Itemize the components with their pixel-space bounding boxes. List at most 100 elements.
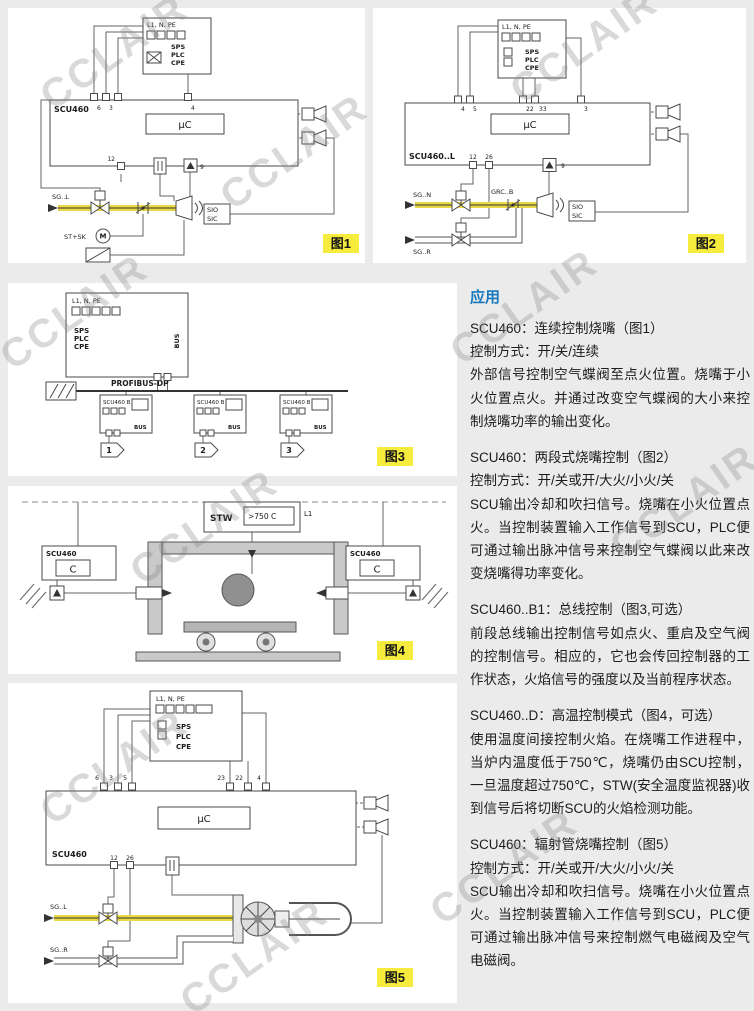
- figure-3-tag: 图3: [376, 447, 413, 466]
- fig4-stw-label: STW: [210, 514, 233, 524]
- fig5-gas-valve-r: SG..R: [50, 946, 118, 968]
- fig4-wheel-hub: [202, 638, 210, 646]
- fig5-io-icon: [175, 704, 185, 714]
- fig3-io-icon: [81, 306, 91, 316]
- section-heading: SCU460：两段式烧嘴控制（图2）: [470, 450, 678, 466]
- section-body: SCU输出冷却和吹扫信号。烧嘴在小火位置点火。当控制装置输入工作信号到SCU，P…: [470, 883, 750, 969]
- fig3-io-icon: [212, 407, 220, 415]
- fig1-terminal-number: 6: [97, 105, 101, 112]
- fig2-io-icon: [503, 47, 513, 57]
- fig1-terminal: [184, 93, 192, 101]
- fig3-io-icon: [71, 306, 81, 316]
- fig5-flow-arrow-icon: [44, 914, 54, 922]
- section-body: 使用温度间接控制火焰。在烧嘴工作进程中，当炉内温度低于750℃，烧嘴仍由SCU控…: [470, 731, 750, 817]
- fig5-terminal-number: 3: [109, 775, 113, 782]
- fig3-power-plc-box: L1, N, PE SPS PLC CPE BUS: [65, 292, 189, 381]
- fig5-gas-valve-r-label: SG..R: [50, 946, 68, 954]
- fig2-terminal: [577, 95, 585, 104]
- fig5-terminal-number: 26: [126, 855, 134, 862]
- fig3-io-icon: [282, 407, 290, 415]
- fig5-terminal-number: 4: [257, 775, 261, 782]
- fig5-io-icon: [195, 704, 213, 714]
- fig2-gas-line-r: [405, 208, 523, 244]
- fig1-sps-label: SPS: [171, 43, 185, 51]
- fig5-terminal: [126, 861, 134, 869]
- fig1-flow-arrow-icon: [48, 204, 58, 212]
- fig1-flame-detector-icon: [301, 129, 327, 147]
- fig1-ignition-unit-icon: [153, 157, 167, 175]
- fig4-burner-flame-icon: [221, 573, 255, 607]
- figure-5-tag: 图5: [376, 968, 413, 987]
- fig2-device-label: SCU460..L: [409, 152, 455, 161]
- fig5-radiant-tube-burner: [232, 894, 352, 944]
- fig3-module-icon: [225, 398, 243, 411]
- fig3-number-tag-label: 2: [200, 446, 206, 455]
- fig1-terminal: [117, 162, 125, 170]
- fig1-cpe-label: CPE: [171, 59, 185, 67]
- fig4-stw-box: STW >750 C: [203, 501, 301, 533]
- fig1-terminal-number: 3: [109, 105, 113, 112]
- fig2-sio-sic-box: SIO SIC: [568, 200, 596, 222]
- fig1-power-plc-box: L1, N, PE SPS PLC CPE: [142, 17, 212, 75]
- section-line: 控制方式：开/关或开/大火/小火/关: [470, 860, 675, 876]
- fig1-mcu-label: µC: [178, 120, 191, 131]
- fig3-terminal: [153, 373, 162, 381]
- fig1-io-icon: [146, 30, 156, 40]
- figure-5-panel: L1, N, PE SPS PLC CPE 6 3: [8, 683, 457, 1003]
- fig1-damper-actuator: ST+SK M: [64, 228, 111, 244]
- fig3-terminal: [113, 429, 121, 437]
- fig1-io-icon: [176, 30, 186, 40]
- fig2-io-icon: [503, 57, 513, 67]
- fig5-terminal-number: 23: [217, 775, 225, 782]
- fig2-plc-label: PLC: [525, 56, 539, 64]
- fig2-gas-line-n: [405, 201, 537, 209]
- fig4-burner-nozzle-icon: [316, 589, 326, 597]
- fig1-ignition-transformer-icon: [301, 105, 327, 123]
- fig2-gas-valve-r-label: SG..R: [413, 248, 431, 256]
- section-body: 前段总线输出控制信号如点火、重启及空气阀的控制信号。相应的，它也会传回控制器的工…: [470, 625, 750, 688]
- fig3-bus-device-1: SCU460 B BUS 1: [99, 394, 153, 458]
- fig1-gas-line: [48, 204, 176, 212]
- fig5-io-icon: [157, 730, 167, 740]
- figure-1-diagram: L1, N, PE SPS PLC CPE SCU460: [40, 17, 335, 263]
- fig3-device-bus-label: BUS: [314, 425, 327, 431]
- fig3-number-tag: [194, 442, 219, 458]
- fig5-cpe-label: CPE: [176, 743, 191, 751]
- figure-3-panel: PROFIBUS-DP L1, N, PE SPS PLC CPE BUS: [8, 283, 457, 476]
- fig2-terminal-number: 26: [485, 154, 493, 161]
- fig2-terminal-number: 12: [469, 154, 477, 161]
- fig3-sps-label: SPS: [74, 327, 89, 335]
- fig3-io-icon: [102, 407, 110, 415]
- fig4-temp-box: [243, 506, 295, 526]
- fig4-kiln-car: [135, 621, 341, 662]
- fig5-sps-label: SPS: [176, 723, 191, 731]
- fig5-gas-valve-l: SG..L: [50, 903, 118, 925]
- fig5-terminal: [114, 782, 122, 791]
- fig1-terminal-number: 9: [200, 164, 204, 171]
- fig5-gas-line-l: [44, 914, 233, 922]
- fig2-io-icon: [511, 32, 521, 42]
- fig5-terminal: [100, 782, 108, 791]
- figure-2-tag: 图2: [687, 234, 724, 253]
- fig5-fan-impeller-icon: [240, 901, 276, 937]
- fig2-terminal-number: 4: [461, 106, 465, 113]
- fig3-number-tag: [100, 442, 125, 458]
- fig2-io-icon: [501, 32, 511, 42]
- fig1-power-label: L1, N, PE: [147, 21, 176, 29]
- fig2-terminal: [519, 95, 527, 104]
- fig2-terminal: [469, 161, 477, 169]
- fig5-terminal: [244, 782, 252, 791]
- fig2-terminal: [485, 161, 493, 169]
- fig1-flame-signal-icon: [183, 158, 198, 173]
- fig4-rail-base: [135, 651, 341, 662]
- fig1-sio-sic-box: SIO SIC: [203, 203, 231, 225]
- fig1-io-icon: [156, 30, 166, 40]
- figure-1-tag: 图1: [322, 234, 359, 253]
- fig4-furnace: [135, 541, 349, 662]
- section-heading: SCU460：辐射管烧嘴控制（图5）: [470, 837, 678, 853]
- fig3-io-icon: [204, 407, 212, 415]
- fig3-bus-device-2: SCU460 B BUS 2: [193, 394, 247, 458]
- fig5-terminal-number: 22: [235, 775, 243, 782]
- fig3-io-icon: [101, 306, 111, 316]
- fig2-terminal: [466, 95, 474, 104]
